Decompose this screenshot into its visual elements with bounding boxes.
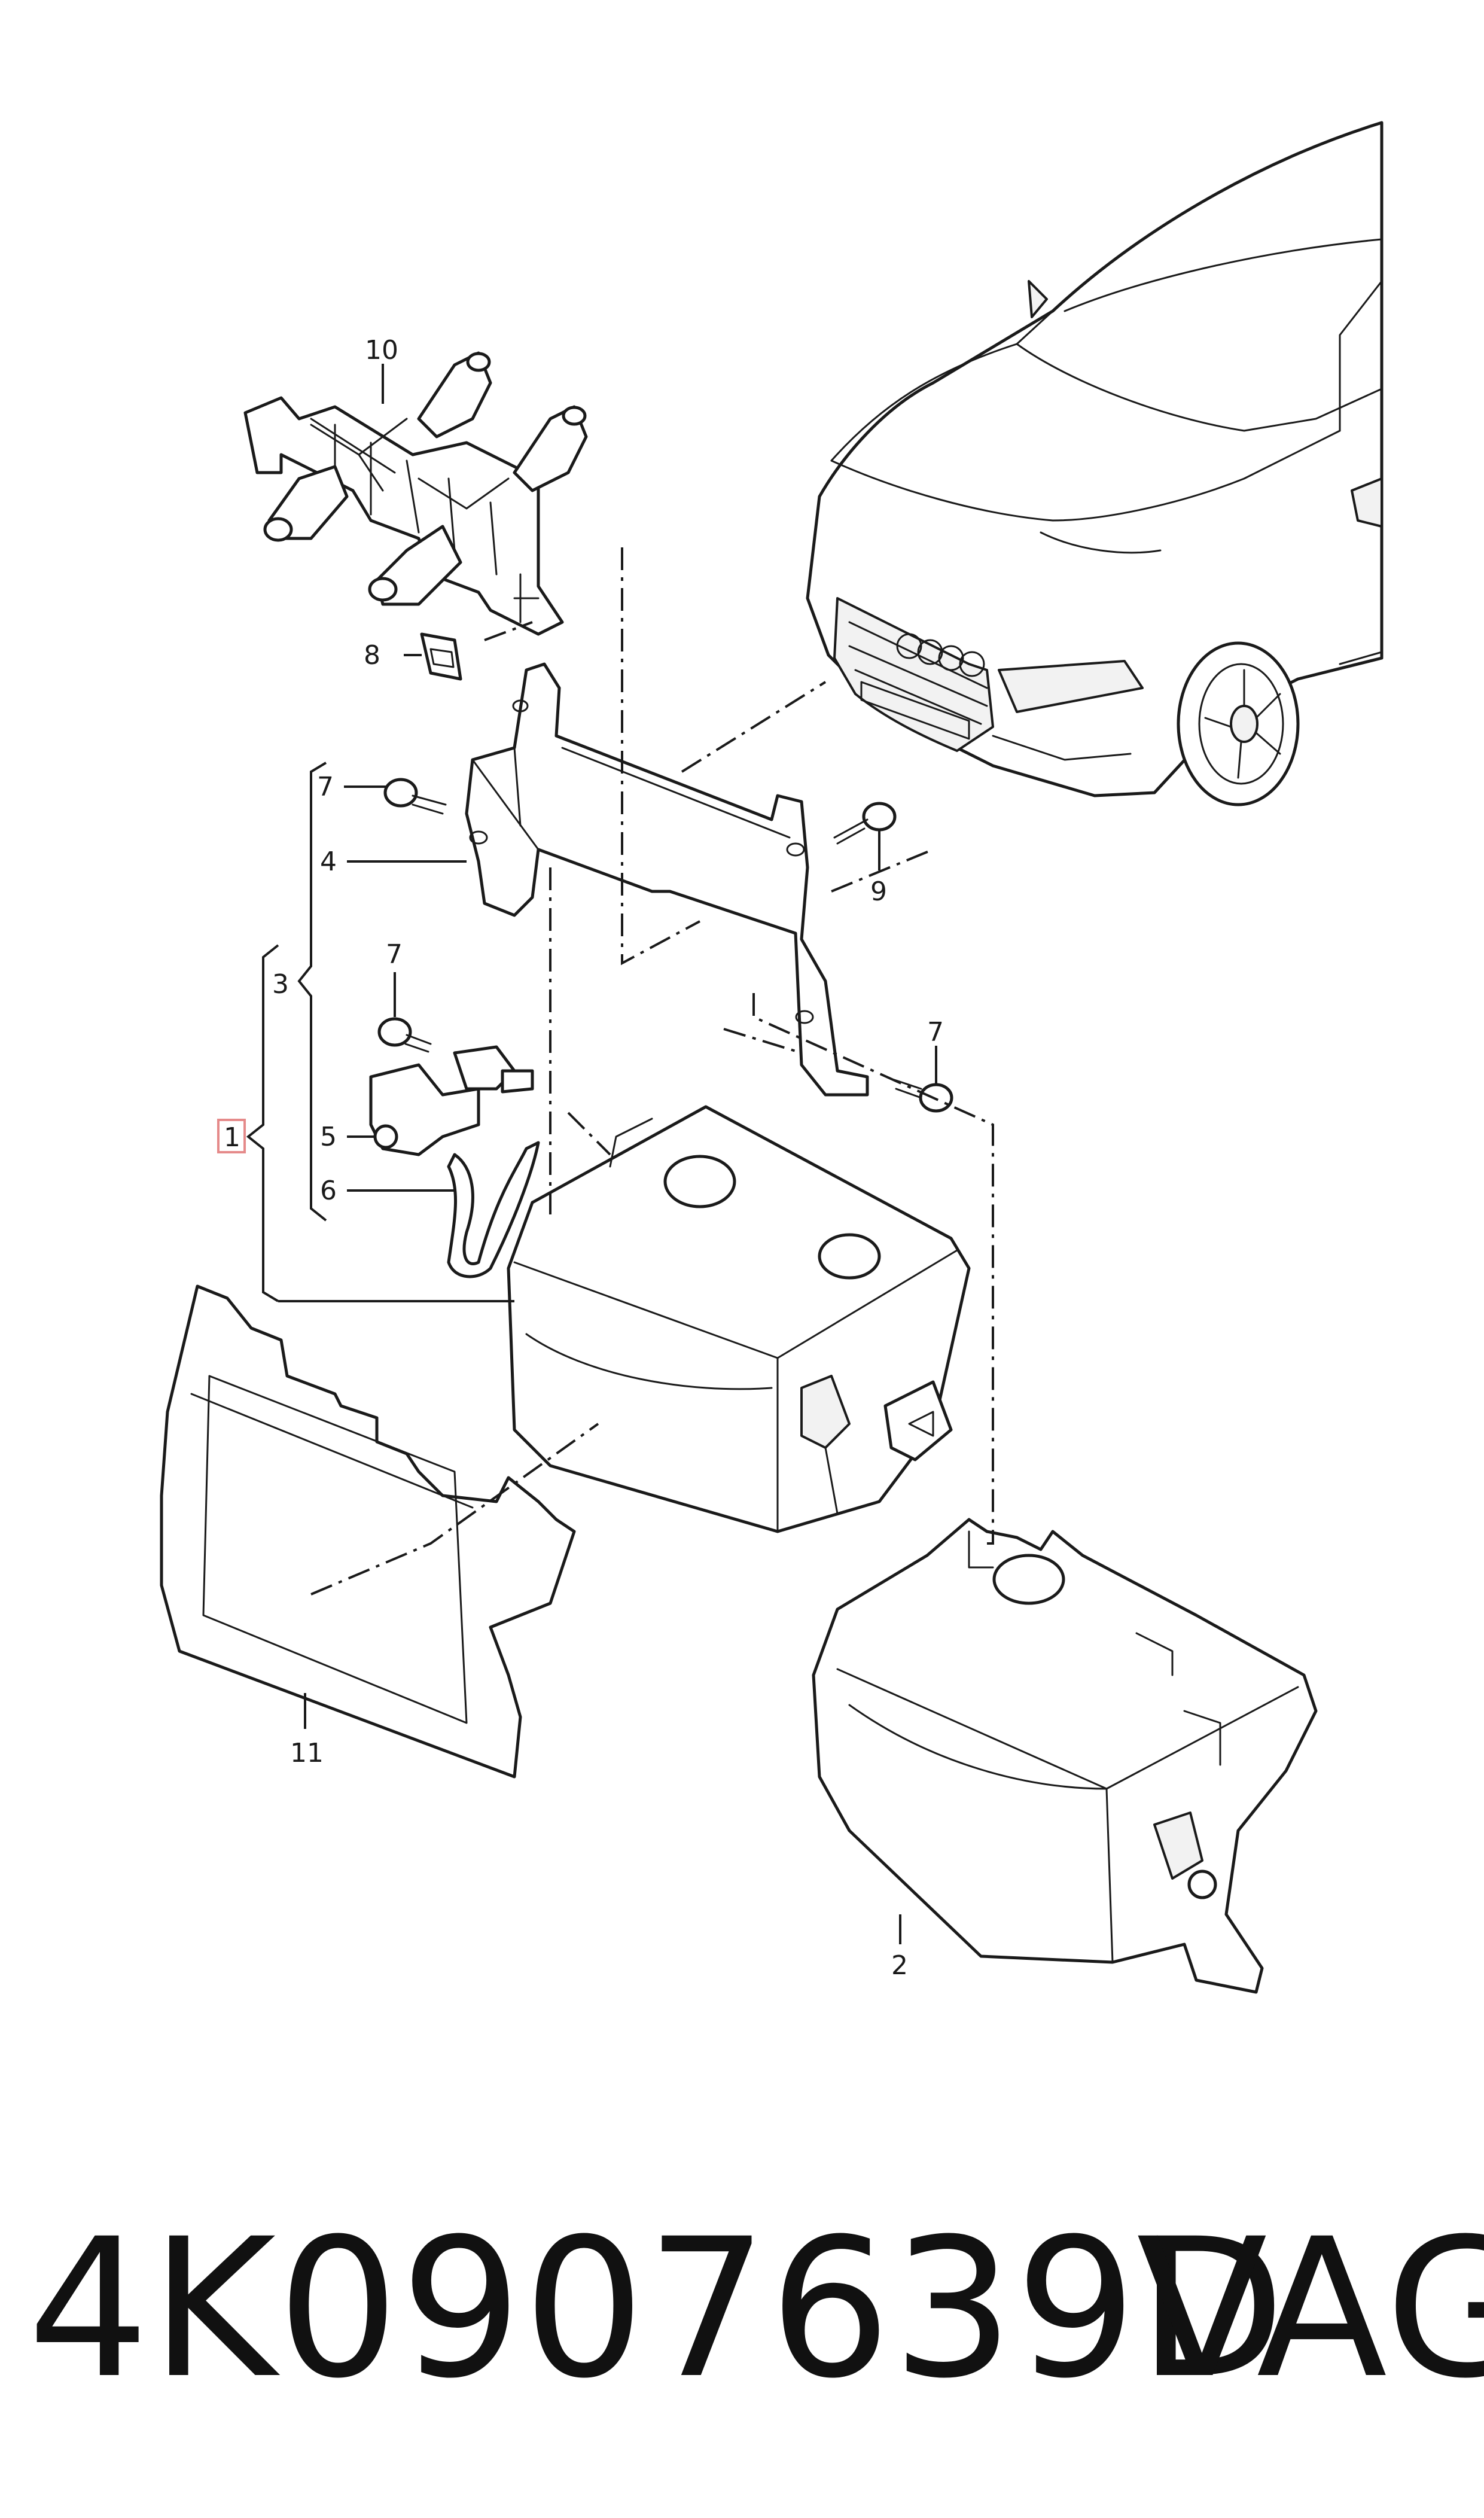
callout-7-top: 7	[317, 772, 334, 802]
callout-2: 2	[891, 1950, 908, 1981]
radar-unit-center	[507, 1105, 971, 1533]
callout-1-highlight-box	[217, 1119, 246, 1153]
callout-4: 4	[320, 847, 337, 877]
callout-1: 1	[224, 1122, 240, 1153]
part-11-trim-frame	[160, 1284, 576, 1779]
part-2-radar-assembly	[812, 1518, 1318, 1994]
callout-7-right: 7	[927, 1017, 944, 1048]
part-4-mounting-bracket	[465, 662, 869, 1097]
callout-8: 8	[364, 640, 380, 671]
callout-3: 3	[272, 969, 289, 1000]
leader-lines	[246, 364, 994, 1944]
part-9-screw	[833, 802, 897, 845]
car-illustration	[806, 121, 1384, 806]
part-5-connector	[369, 1045, 534, 1156]
callout-5: 5	[320, 1122, 337, 1152]
callout-6: 6	[320, 1176, 337, 1206]
part-7-screw-top	[383, 778, 447, 815]
part-6-wire-clip	[447, 1141, 540, 1278]
part-10-nozzle-bracket	[243, 351, 588, 636]
callout-11: 11	[290, 1738, 324, 1768]
callout-labels: 10 8 7 4 9 7 3 7 1 5 6 11 2	[217, 335, 944, 1981]
brand-label: VAG	[1136, 2198, 1484, 2420]
callout-10: 10	[365, 335, 398, 366]
callout-7-middle: 7	[386, 939, 403, 970]
part-8-clip	[420, 632, 462, 681]
part-7-screw-right	[893, 1079, 953, 1113]
part-number: 4K0907639D	[28, 2198, 1287, 2420]
callout-9: 9	[870, 876, 887, 907]
part-7-screw-middle	[377, 1017, 432, 1053]
